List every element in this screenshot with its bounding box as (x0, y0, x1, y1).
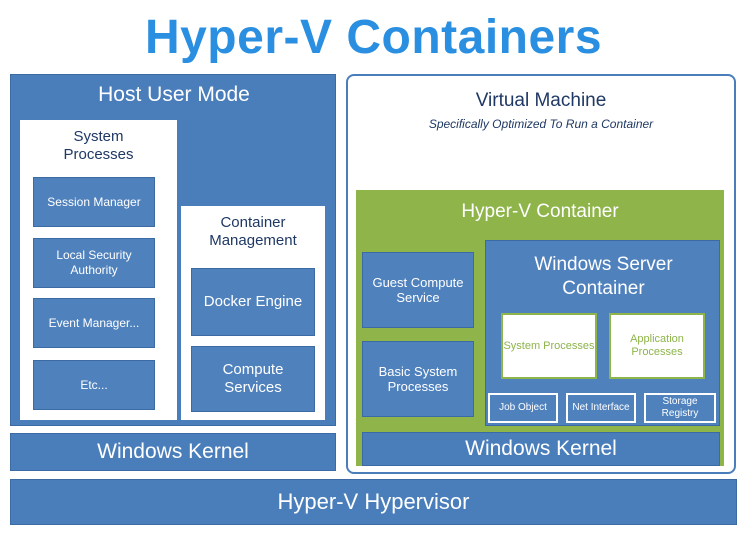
virtual-machine-panel: Virtual Machine Specifically Optimized T… (346, 74, 736, 474)
windows-server-container-panel: Windows Server Container System Processe… (485, 240, 720, 426)
virtual-machine-label: Virtual Machine (475, 90, 607, 111)
job-object-box: Job Object (488, 393, 558, 423)
hyperv-hypervisor-bar: Hyper-V Hypervisor (10, 479, 737, 525)
basic-system-processes-box: Basic System Processes (362, 341, 474, 417)
virtual-machine-subtitle: Specifically Optimized To Run a Containe… (428, 117, 654, 131)
container-management-label: Container Management (209, 214, 297, 249)
wsc-system-processes-box: System Processes (501, 313, 597, 379)
hyperv-container-panel: Hyper-V Container Guest Compute Service … (356, 190, 724, 466)
event-manager-box: Event Manager... (33, 298, 155, 348)
host-user-mode-label: Host User Mode (98, 83, 250, 106)
vm-windows-kernel: Windows Kernel (362, 432, 720, 466)
storage-registry-box: Storage Registry (644, 393, 716, 423)
host-user-mode-panel: Host User Mode System Processes Session … (10, 74, 336, 426)
session-manager-box: Session Manager (33, 177, 155, 227)
system-processes-panel: System Processes Session Manager Local S… (20, 120, 177, 420)
guest-compute-service-box: Guest Compute Service (362, 252, 474, 328)
page-title: Hyper-V Containers (144, 11, 603, 64)
windows-server-container-label: Windows Server Container (534, 254, 673, 299)
compute-services-box: Compute Services (191, 346, 315, 412)
etc-box: Etc... (33, 360, 155, 410)
host-windows-kernel: Windows Kernel (10, 433, 336, 471)
system-processes-label: System Processes (63, 128, 134, 163)
wsc-application-processes-box: Application Processes (609, 313, 705, 379)
docker-engine-box: Docker Engine (191, 268, 315, 336)
local-security-authority-box: Local Security Authority (33, 238, 155, 288)
container-management-panel: Container Management Docker Engine Compu… (181, 206, 325, 420)
net-interface-box: Net Interface (566, 393, 636, 423)
hyperv-container-label: Hyper-V Container (461, 201, 619, 222)
